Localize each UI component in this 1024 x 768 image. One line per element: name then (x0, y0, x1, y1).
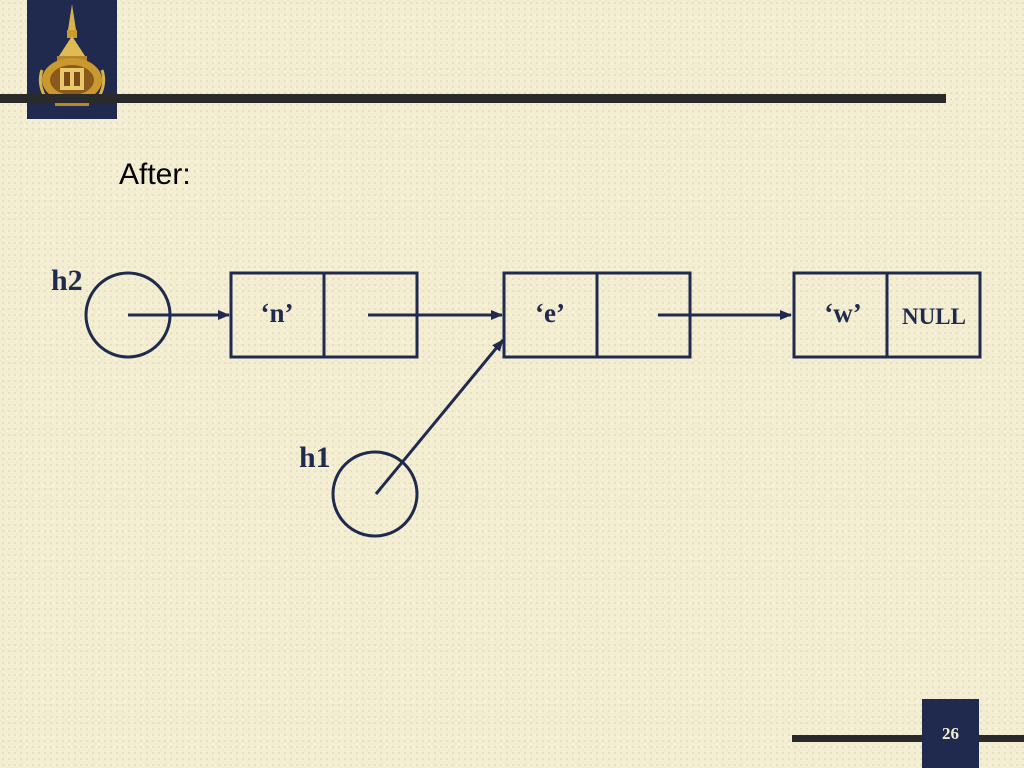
node-value-n: ‘n’ (261, 298, 294, 328)
page-number: 26 (922, 699, 979, 768)
bottom-rule (792, 735, 922, 742)
royal-crown-emblem-icon (38, 4, 106, 106)
list-node-n: ‘n’ (229, 271, 419, 359)
pointer-label-h1: h1 (299, 441, 331, 474)
null-label: NULL (902, 304, 966, 329)
node-value-e: ‘e’ (535, 298, 565, 328)
top-rule (0, 94, 946, 103)
node-value-w: ‘w’ (824, 298, 861, 328)
slide-heading: After: (119, 158, 191, 191)
pointer-circle-h1 (331, 450, 419, 538)
arrow-h1-to-node-e (374, 339, 505, 495)
list-node-w: ‘w’ NULL (792, 271, 982, 359)
pointer-label-h2: h2 (51, 264, 83, 297)
bottom-rule-end (979, 735, 1024, 742)
